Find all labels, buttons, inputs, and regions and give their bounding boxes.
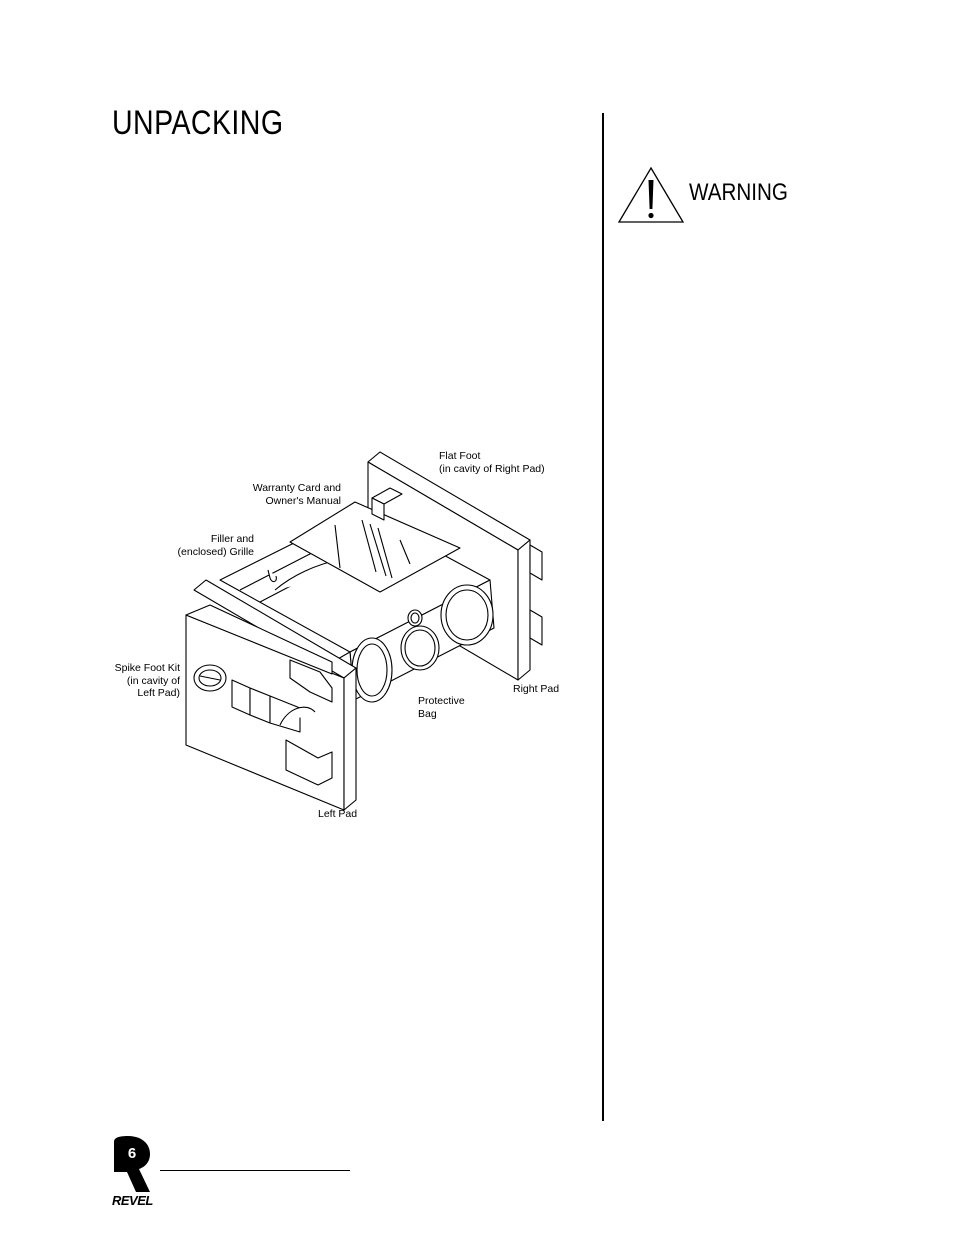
- label-filler-grille: Filler and (enclosed) Grille: [177, 533, 254, 558]
- page-title: UNPACKING: [112, 104, 284, 142]
- page-number: 6: [127, 1145, 137, 1162]
- revel-logo: [114, 1136, 150, 1192]
- label-warranty-card: Warranty Card and Owner's Manual: [252, 482, 341, 507]
- warning-heading: WARNING: [689, 179, 788, 206]
- unpacking-diagram: Flat Foot (in cavity of Right Pad) Warra…: [110, 440, 570, 830]
- label-left-pad: Left Pad: [318, 808, 358, 820]
- footer-rule: [160, 1170, 350, 1171]
- label-flat-foot: Flat Foot (in cavity of Right Pad): [439, 450, 545, 475]
- warning-triangle-icon: [617, 166, 685, 223]
- column-divider: [602, 113, 604, 1121]
- speaker-packaging-illustration: [185, 451, 543, 811]
- brand-wordmark: REVEL: [112, 1193, 153, 1208]
- label-right-pad: Right Pad: [513, 683, 560, 695]
- label-protective-bag: Protective Bag: [418, 695, 465, 720]
- label-spike-foot-kit: Spike Foot Kit (in cavity of Left Pad): [114, 662, 180, 699]
